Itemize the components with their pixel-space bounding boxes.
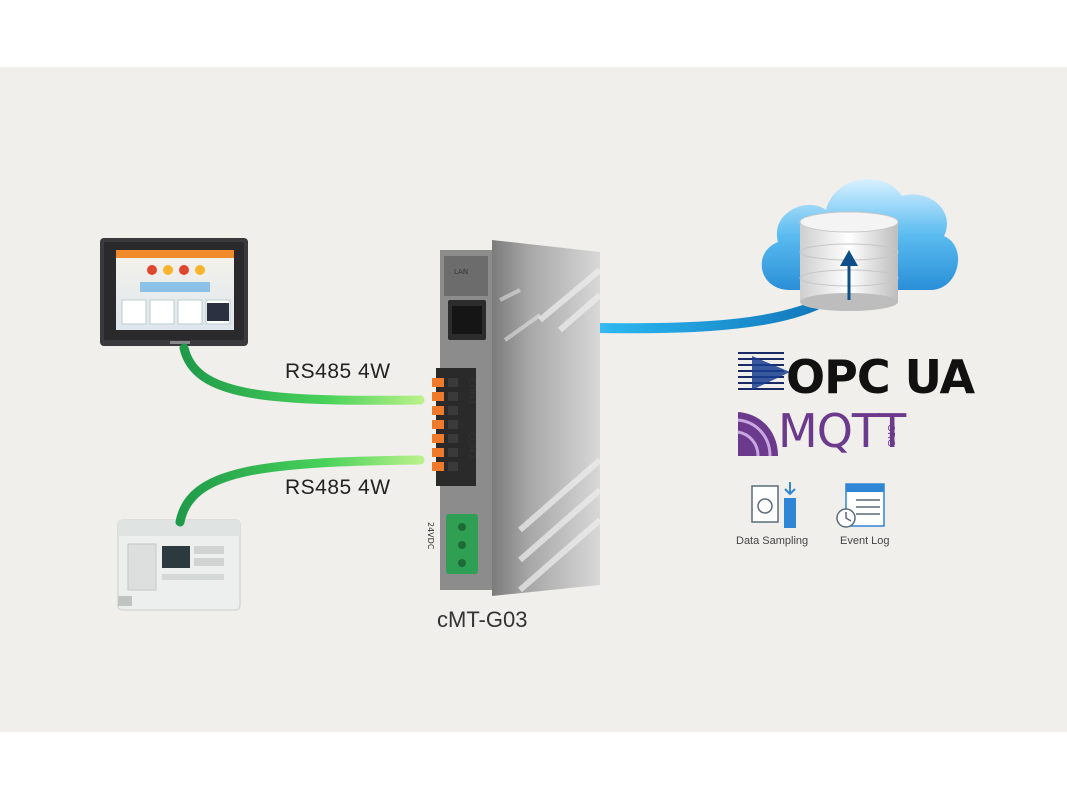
com2-port-label: COM2 [466,432,476,459]
device-model-label: cMT-G03 [437,607,528,632]
data-sampling-icon [751,482,796,528]
cloud-database-icon [761,179,959,311]
event-log-caption: Event Log [840,535,890,547]
rs485-label-bottom: RS485 4W [285,476,391,499]
terminal-pins [432,378,458,471]
com1-port-label: COM1 [466,378,476,405]
mqtt-logo [737,412,778,457]
hmi-touch-panel [100,238,248,346]
lan-port-label: LAN [454,268,469,276]
event-log-icon [836,483,885,528]
plc-controller [117,519,241,611]
rs485-cable-bottom [175,455,425,527]
opc-ua-text: OPC UA [786,350,975,404]
data-sampling-caption: Data Sampling [736,535,809,547]
rs485-label-top: RS485 4W [285,360,391,383]
mqtt-text: MQTT [778,404,906,458]
power-port-label: 24VDC [426,522,435,550]
rs485-cable-top [179,343,425,405]
opc-ua-logo [738,352,790,390]
cmt-g03-gateway [432,240,602,596]
mqtt-org-text: ORG [885,424,896,447]
